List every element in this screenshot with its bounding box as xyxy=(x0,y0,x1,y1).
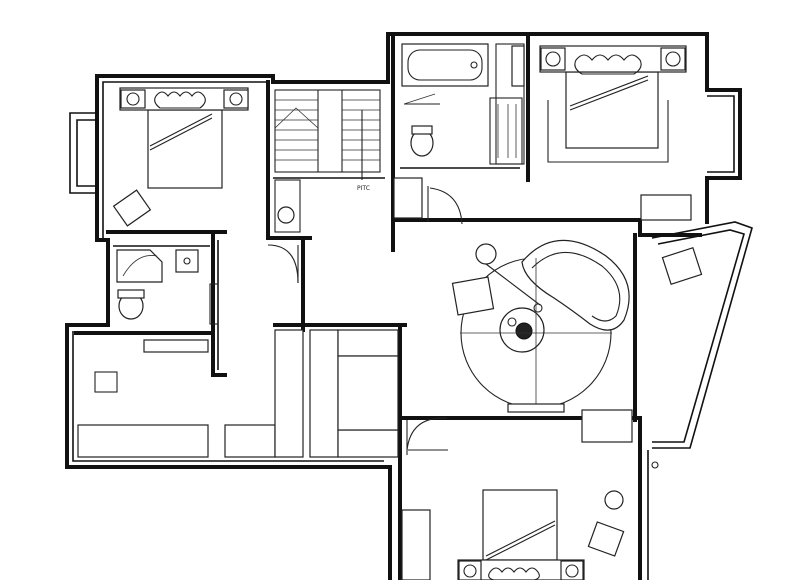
side-table xyxy=(604,490,624,510)
living-area xyxy=(451,239,630,413)
bathroom-top xyxy=(401,43,525,165)
nightstand-left xyxy=(120,89,146,109)
interior-walls xyxy=(74,32,702,422)
armchair xyxy=(661,246,703,286)
armchair xyxy=(112,189,152,227)
armchair xyxy=(587,521,625,557)
shower xyxy=(116,249,163,283)
storage-cabinets xyxy=(77,329,633,580)
pillows xyxy=(488,567,540,580)
pillows xyxy=(154,91,206,109)
balcony xyxy=(651,246,703,469)
pillows xyxy=(574,54,642,75)
doors xyxy=(267,186,463,455)
door-bedroom-bottom xyxy=(406,417,448,451)
bed xyxy=(565,71,659,149)
nightstand-right xyxy=(560,560,584,580)
bathroom-left xyxy=(116,179,301,325)
stair-label: PITC xyxy=(357,185,370,192)
bed xyxy=(147,109,223,189)
bed xyxy=(482,489,558,561)
door-closet xyxy=(429,187,463,225)
bedroom-top-left xyxy=(112,87,249,227)
sink xyxy=(175,249,199,273)
nightstand-left xyxy=(458,560,482,580)
nightstand-left xyxy=(540,47,566,71)
nightstand-right xyxy=(660,47,686,71)
floor-lamp xyxy=(475,243,497,265)
curved-sofa xyxy=(521,239,630,331)
staircase: PITC xyxy=(274,89,381,192)
exterior-walls xyxy=(65,32,753,580)
armchair xyxy=(451,276,495,316)
door-stair xyxy=(267,244,299,284)
bedroom-bottom xyxy=(457,489,625,580)
nightstand-right xyxy=(223,89,249,109)
bedroom-top-right xyxy=(393,45,692,221)
